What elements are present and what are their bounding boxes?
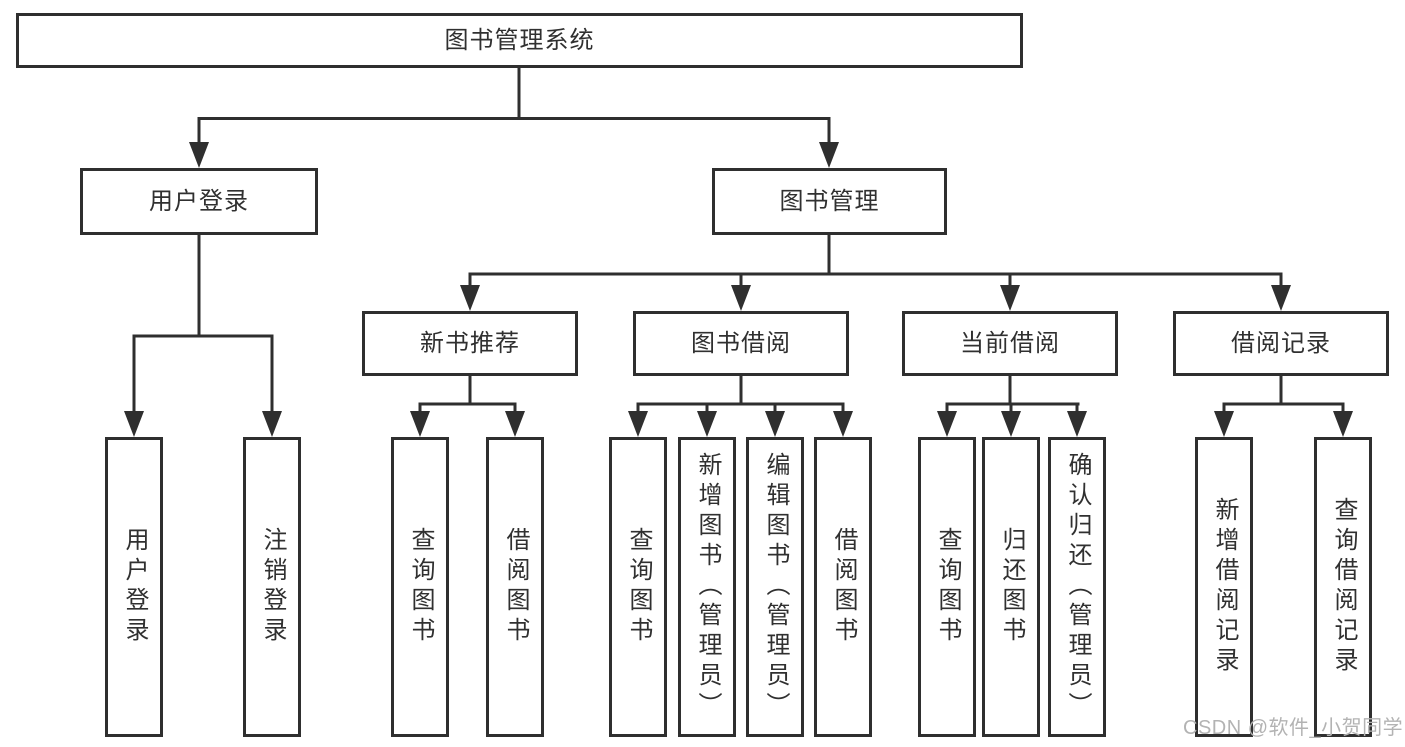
leaf-add-borrow-record: 新增借阅记录	[1195, 437, 1253, 737]
node-book-borrowing: 图书借阅	[633, 311, 849, 376]
node-book-management-branch: 图书管理	[712, 168, 947, 235]
leaf-user-login: 用户登录	[105, 437, 163, 737]
leaf-query-borrow-record: 查询借阅记录	[1314, 437, 1372, 737]
leaf-confirm-return-admin: 确认归还（管理员）	[1048, 437, 1106, 737]
leaf-query-books-recommend: 查询图书	[391, 437, 449, 737]
leaf-borrow-books-borrowing: 借阅图书	[814, 437, 872, 737]
leaf-borrow-books-recommend: 借阅图书	[486, 437, 544, 737]
node-current-borrowing: 当前借阅	[902, 311, 1118, 376]
csdn-watermark: CSDN @软件_小贺同学	[1183, 717, 1404, 739]
leaf-query-books-borrowing: 查询图书	[609, 437, 667, 737]
leaf-add-book-admin: 新增图书（管理员）	[678, 437, 736, 737]
leaf-return-book: 归还图书	[982, 437, 1040, 737]
node-borrowing-records: 借阅记录	[1173, 311, 1389, 376]
connector-arrowheads	[124, 142, 1353, 437]
leaf-edit-book-admin: 编辑图书（管理员）	[746, 437, 804, 737]
leaf-logout: 注销登录	[243, 437, 301, 737]
node-new-book-recommend: 新书推荐	[362, 311, 578, 376]
node-user-login-branch: 用户登录	[80, 168, 318, 235]
leaf-query-books-current: 查询图书	[918, 437, 976, 737]
node-root-library-system: 图书管理系统	[16, 13, 1023, 68]
connector-lines	[132, 68, 1345, 413]
